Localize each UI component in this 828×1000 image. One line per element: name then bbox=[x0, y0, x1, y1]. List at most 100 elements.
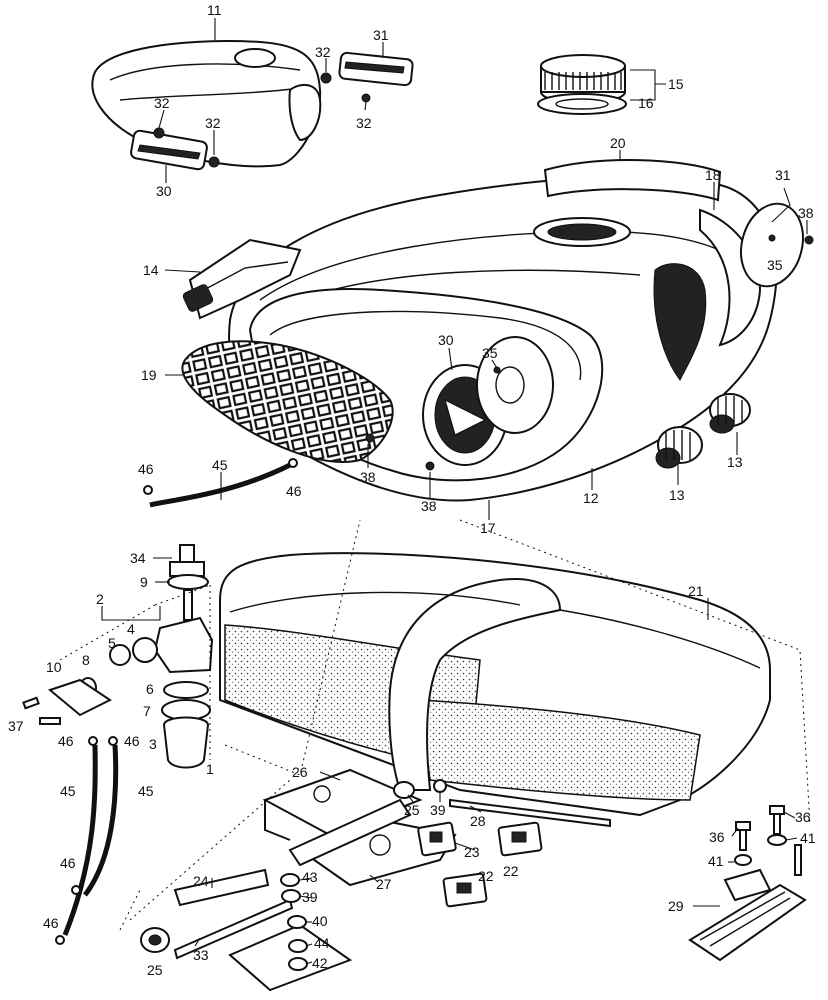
callout-1: 1 bbox=[206, 761, 214, 777]
callout-13-b: 13 bbox=[669, 487, 685, 503]
callout-32-c: 32 bbox=[205, 115, 221, 131]
callout-28: 28 bbox=[470, 813, 486, 829]
callout-37: 37 bbox=[8, 718, 24, 734]
collar-25-lower bbox=[140, 927, 170, 953]
screw-38-b bbox=[365, 433, 375, 443]
hinge-pin-33 bbox=[173, 898, 294, 960]
screw-32-c bbox=[153, 127, 165, 139]
knee-grip-mesh bbox=[181, 340, 394, 463]
callout-labels: 11 32 31 32 32 32 30 15 16 20 18 31 38 3… bbox=[8, 2, 816, 978]
callout-25-a: 25 bbox=[404, 802, 420, 818]
callout-2: 2 bbox=[96, 591, 104, 607]
tank-rubber-13-b bbox=[655, 426, 703, 469]
lower-plate bbox=[228, 923, 353, 992]
fuel-cap bbox=[540, 54, 626, 104]
callout-30-a: 30 bbox=[156, 183, 172, 199]
fuel-tube-left bbox=[62, 744, 98, 936]
washer-41-b bbox=[734, 854, 752, 866]
callout-45-c: 45 bbox=[138, 783, 154, 799]
callout-32-b: 32 bbox=[154, 95, 170, 111]
callout-31-a: 31 bbox=[373, 27, 389, 43]
callout-5: 5 bbox=[108, 635, 116, 651]
cock-dashed-lines bbox=[59, 584, 211, 760]
callout-19: 19 bbox=[141, 367, 157, 383]
callout-45-b: 45 bbox=[60, 783, 76, 799]
callout-38-b: 38 bbox=[360, 469, 376, 485]
callout-24: 24 bbox=[193, 873, 209, 889]
callout-40: 40 bbox=[312, 913, 328, 929]
fuel-tube-upper bbox=[149, 462, 292, 508]
callout-36-b: 36 bbox=[709, 829, 725, 845]
callout-35-b: 35 bbox=[482, 345, 498, 361]
callout-11: 11 bbox=[207, 2, 222, 18]
hinge-pin-tube bbox=[288, 798, 412, 867]
screw-38-a bbox=[804, 235, 814, 245]
screw-32-a bbox=[320, 72, 332, 84]
fuel-tube-right bbox=[83, 744, 119, 897]
callout-41-a: 41 bbox=[800, 830, 816, 846]
callout-46-a: 46 bbox=[138, 461, 154, 477]
screw-32-b bbox=[361, 93, 371, 103]
callout-46-f: 46 bbox=[43, 915, 59, 931]
callout-34: 34 bbox=[130, 550, 146, 566]
collar-25-upper bbox=[393, 781, 415, 799]
hinge-rod-24 bbox=[173, 868, 270, 907]
callout-46-b: 46 bbox=[286, 483, 302, 499]
clip-46-c bbox=[88, 736, 98, 746]
callout-42: 42 bbox=[312, 955, 328, 971]
seat-rod-28 bbox=[449, 798, 611, 828]
fuel-cock-assembly bbox=[47, 544, 214, 769]
callout-13-a: 13 bbox=[727, 454, 743, 470]
callout-39-b: 39 bbox=[302, 889, 318, 905]
callout-20: 20 bbox=[610, 135, 626, 151]
callout-38-c: 38 bbox=[421, 498, 437, 514]
callout-9: 9 bbox=[140, 574, 148, 590]
callout-25-b: 25 bbox=[147, 962, 163, 978]
callout-38-a: 38 bbox=[798, 205, 814, 221]
callout-29: 29 bbox=[668, 898, 684, 914]
screw-32-d bbox=[208, 156, 220, 168]
callout-18: 18 bbox=[705, 167, 721, 183]
washer-39-upper bbox=[433, 779, 447, 793]
screw-38-c bbox=[425, 461, 435, 471]
callout-32-d: 32 bbox=[356, 115, 372, 131]
callout-14: 14 bbox=[143, 262, 159, 278]
seat-buffer-22-a bbox=[497, 821, 543, 857]
callout-8: 8 bbox=[82, 652, 90, 668]
callout-16: 16 bbox=[638, 95, 654, 111]
callout-17: 17 bbox=[480, 520, 496, 536]
clip-46-b bbox=[288, 458, 298, 468]
bolt-36-a bbox=[769, 805, 785, 835]
honda-badge-right bbox=[338, 51, 414, 87]
seat-hinge-bracket-26 bbox=[262, 768, 423, 841]
callout-44: 44 bbox=[314, 935, 330, 951]
seat-lock-bracket bbox=[688, 844, 807, 962]
honda-badge-small bbox=[130, 129, 208, 171]
washer-41-a bbox=[767, 834, 787, 846]
tank-rubber-13-a bbox=[709, 393, 751, 434]
clip-46-d bbox=[108, 736, 118, 746]
seat-buffer-23 bbox=[417, 821, 457, 857]
callout-33: 33 bbox=[193, 947, 209, 963]
callout-21: 21 bbox=[688, 583, 704, 599]
callout-41-b: 41 bbox=[708, 853, 724, 869]
callout-32-a: 32 bbox=[315, 44, 331, 60]
washers-39-43 bbox=[280, 873, 301, 903]
callout-43: 43 bbox=[302, 869, 318, 885]
seat bbox=[219, 552, 771, 817]
callout-23: 23 bbox=[464, 844, 480, 860]
clip-46-e bbox=[71, 885, 81, 895]
callout-3: 3 bbox=[149, 736, 157, 752]
bolt-36-b bbox=[735, 821, 751, 851]
callout-4: 4 bbox=[127, 621, 135, 637]
front-mount-bracket bbox=[182, 238, 302, 320]
callout-35-a: 35 bbox=[767, 257, 783, 273]
callout-30-b: 30 bbox=[438, 332, 454, 348]
clip-46-f bbox=[55, 935, 65, 945]
callout-27: 27 bbox=[376, 876, 392, 892]
callout-46-d: 46 bbox=[124, 733, 140, 749]
bolt-37 bbox=[22, 696, 61, 725]
callout-22-a: 22 bbox=[503, 863, 519, 879]
callout-46-e: 46 bbox=[60, 855, 76, 871]
